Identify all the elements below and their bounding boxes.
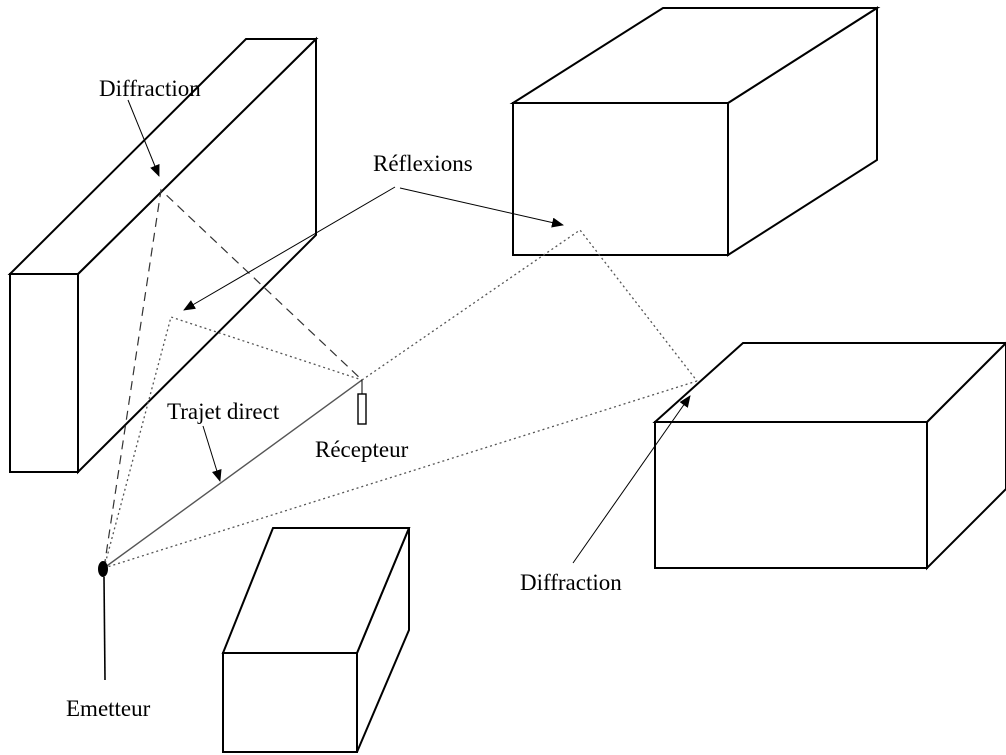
rays xyxy=(103,188,698,569)
label-recepteur: Récepteur xyxy=(315,437,409,462)
building-bottom xyxy=(221,527,411,753)
label-trajet-direct: Trajet direct xyxy=(167,399,280,424)
label-reflexions: Réflexions xyxy=(373,151,473,176)
ray-diffraction-right xyxy=(103,380,698,569)
receiver xyxy=(357,380,367,425)
ray-diffraction-left xyxy=(103,188,363,569)
ray-reflection-right xyxy=(361,229,698,382)
building-left-wall xyxy=(7,36,319,475)
ray-reflection-left xyxy=(103,316,363,569)
building-top-right xyxy=(509,6,881,257)
label-emetteur: Emetteur xyxy=(66,696,151,721)
emitter-dot xyxy=(98,561,108,577)
label-diffraction-bottom: Diffraction xyxy=(520,570,622,595)
emitter xyxy=(98,561,108,681)
ray-direct xyxy=(103,379,363,569)
emitter-mast xyxy=(103,576,106,681)
leaders xyxy=(127,99,691,564)
receiver-antenna xyxy=(357,393,367,425)
label-diffraction-top: Diffraction xyxy=(99,76,201,101)
building-right xyxy=(652,341,1006,571)
